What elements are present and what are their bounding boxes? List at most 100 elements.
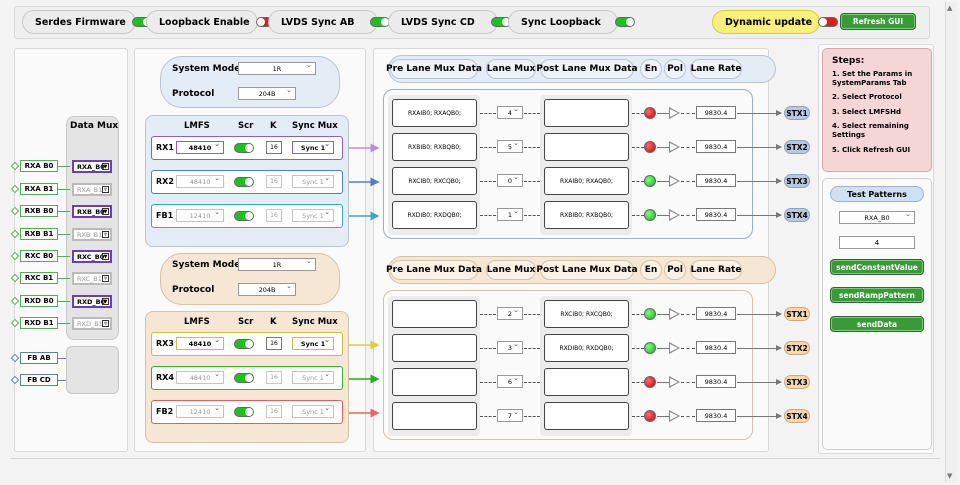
connector-line [58, 166, 70, 167]
k-input[interactable]: 16 [266, 141, 282, 154]
lane-mux-select[interactable]: 3 [497, 340, 523, 354]
chevron-down-icon[interactable]: ▼ [102, 298, 109, 305]
lvds-sync-cd-toggle[interactable]: LVDS Sync CD [388, 10, 511, 34]
serdes-firmware-toggle[interactable]: Serdes Firmware [22, 10, 152, 34]
polarity-buffer-fill [670, 412, 678, 420]
lmfs-select[interactable]: 12410 [176, 208, 224, 222]
lane-mux-select[interactable]: 2 [497, 306, 523, 320]
data-mux-select[interactable]: RXD_B0▼ [72, 295, 112, 308]
dynamic-update-toggle[interactable]: Dynamic update [712, 10, 839, 34]
sync-loopback-toggle[interactable]: Sync Loopback [508, 10, 635, 34]
lane-enable-indicator[interactable] [644, 376, 656, 388]
lane-rate-value[interactable]: 9830.4 [696, 375, 736, 388]
k-input[interactable]: 16 [266, 209, 282, 222]
pre-lane-mux-data: RXBIB0; RXBQB0; [392, 133, 477, 161]
lane-enable-indicator[interactable] [644, 209, 656, 221]
arrow-head-icon [776, 178, 782, 184]
lane-mux-select[interactable]: 0 [497, 173, 523, 187]
data-mux-select[interactable]: RXD_B1▼ [72, 317, 112, 330]
protocol-select[interactable]: 204B [238, 86, 296, 100]
chevron-down-icon[interactable]: ▼ [102, 320, 109, 327]
scrambler-toggle[interactable] [234, 177, 254, 187]
sync-mux-select[interactable]: Sync 1 [292, 140, 334, 154]
polarity-buffer-fill [670, 211, 678, 219]
sync-mux-select[interactable]: Sync 1 [292, 174, 334, 188]
lane-enable-indicator[interactable] [644, 141, 656, 153]
lmfs-select[interactable]: 48410 [176, 336, 224, 350]
chevron-down-icon[interactable]: ▼ [102, 275, 109, 282]
data-mux-select[interactable]: RXC_B1▼ [72, 272, 112, 285]
lmfs-select[interactable]: 48410 [176, 370, 224, 384]
toggle-switch-icon[interactable] [818, 17, 839, 27]
system-mode-select[interactable]: 1R [238, 257, 316, 271]
data-mux-select[interactable]: RXB_B0▼ [72, 205, 112, 218]
lane-rate-value[interactable]: 9830.4 [696, 208, 736, 221]
sync-mux-select[interactable]: Sync 1 [292, 370, 334, 384]
lvds-sync-ab-toggle[interactable]: LVDS Sync AB [268, 10, 391, 34]
lane-mux-select[interactable]: 5 [497, 139, 523, 153]
step-item: 4. Select remaining Settings [832, 122, 909, 139]
chevron-down-icon[interactable]: ▼ [102, 208, 109, 215]
scrambler-toggle[interactable] [234, 143, 254, 153]
lmfs-select[interactable]: 48410 [176, 140, 224, 154]
lane-enable-indicator[interactable] [644, 107, 656, 119]
lane-rate-value[interactable]: 9830.4 [696, 341, 736, 354]
chevron-down-icon[interactable]: ▼ [102, 253, 109, 260]
lmfs-select[interactable]: 48410 [176, 174, 224, 188]
lmfs-select[interactable]: 12410 [176, 404, 224, 418]
k-input[interactable]: 16 [266, 371, 282, 384]
lane-mux-select[interactable]: 1 [497, 207, 523, 221]
lane-enable-indicator[interactable] [644, 410, 656, 422]
chevron-down-icon[interactable]: ▼ [102, 163, 109, 170]
toggle-switch-icon[interactable] [614, 17, 635, 27]
lane-mux-select[interactable]: 4 [497, 105, 523, 119]
pre-lane-mux-data [392, 368, 477, 396]
system-mode-select[interactable]: 1R [238, 61, 316, 75]
connector-line [681, 215, 695, 216]
data-mux-select[interactable]: RXA_B0▼ [72, 160, 112, 173]
data-mux-select[interactable]: RXC_B0▼ [72, 250, 112, 263]
post-lane-mux-data: RXBIB0; RXBQB0; [544, 201, 629, 229]
data-mux-select[interactable]: RXB_B1▼ [72, 228, 112, 241]
lane-mux-select[interactable]: 6 [497, 374, 523, 388]
send-ramp-pattern-button[interactable]: sendRampPattern [830, 287, 924, 303]
scrambler-toggle[interactable] [234, 373, 254, 383]
lane-rate-value[interactable]: 9830.4 [696, 409, 736, 422]
data-mux-input-label: RXB B1 [20, 228, 58, 240]
loopback-enable-toggle[interactable]: Loopback Enable [146, 10, 276, 34]
lvds-sync-cd-label: LVDS Sync CD [401, 16, 475, 28]
k-input[interactable]: 16 [266, 405, 282, 418]
protocol-select[interactable]: 204B [238, 282, 296, 296]
sync-mux-select[interactable]: Sync 1 [292, 404, 334, 418]
scrambler-toggle[interactable] [234, 407, 254, 417]
lane-rate-value[interactable]: 9830.4 [696, 174, 736, 187]
dynamic-update-label: Dynamic update [725, 16, 813, 28]
rx-name: FB2 [156, 407, 174, 416]
lane-rate-value[interactable]: 9830.4 [696, 140, 736, 153]
sync-mux-select[interactable]: Sync 1 [292, 336, 334, 350]
send-data-button[interactable]: sendData [830, 316, 924, 332]
lane-rate-value[interactable]: 9830.4 [696, 307, 736, 320]
data-mux-select[interactable]: RXA_B1▼ [72, 183, 112, 196]
sync-mux-select[interactable]: Sync 1 [292, 208, 334, 222]
lane-enable-indicator[interactable] [644, 342, 656, 354]
k-input[interactable]: 16 [266, 175, 282, 188]
scroll-down-arrow-icon[interactable]: ▼ [947, 472, 953, 480]
lane-enable-indicator[interactable] [644, 308, 656, 320]
scrambler-toggle[interactable] [234, 339, 254, 349]
scrambler-toggle[interactable] [234, 211, 254, 221]
test-pattern-value-input[interactable]: 4 [839, 236, 915, 249]
scroll-up-arrow-icon[interactable]: ▲ [947, 4, 953, 12]
lane-rate-value[interactable]: 9830.4 [696, 106, 736, 119]
k-input[interactable]: 16 [266, 337, 282, 350]
send-constant-value-button[interactable]: sendConstantValue [830, 259, 924, 275]
chevron-down-icon[interactable]: ▼ [102, 231, 109, 238]
connector-line [657, 215, 669, 216]
connector-line [681, 147, 695, 148]
refresh-gui-button[interactable]: Refresh GUI [840, 13, 916, 30]
lane-mux-select[interactable]: 7 [497, 408, 523, 422]
test-pattern-select[interactable]: RXA_B0 [839, 210, 915, 224]
lane-enable-indicator[interactable] [644, 175, 656, 187]
vertical-scrollbar[interactable] [945, 2, 957, 482]
chevron-down-icon[interactable]: ▼ [102, 186, 109, 193]
